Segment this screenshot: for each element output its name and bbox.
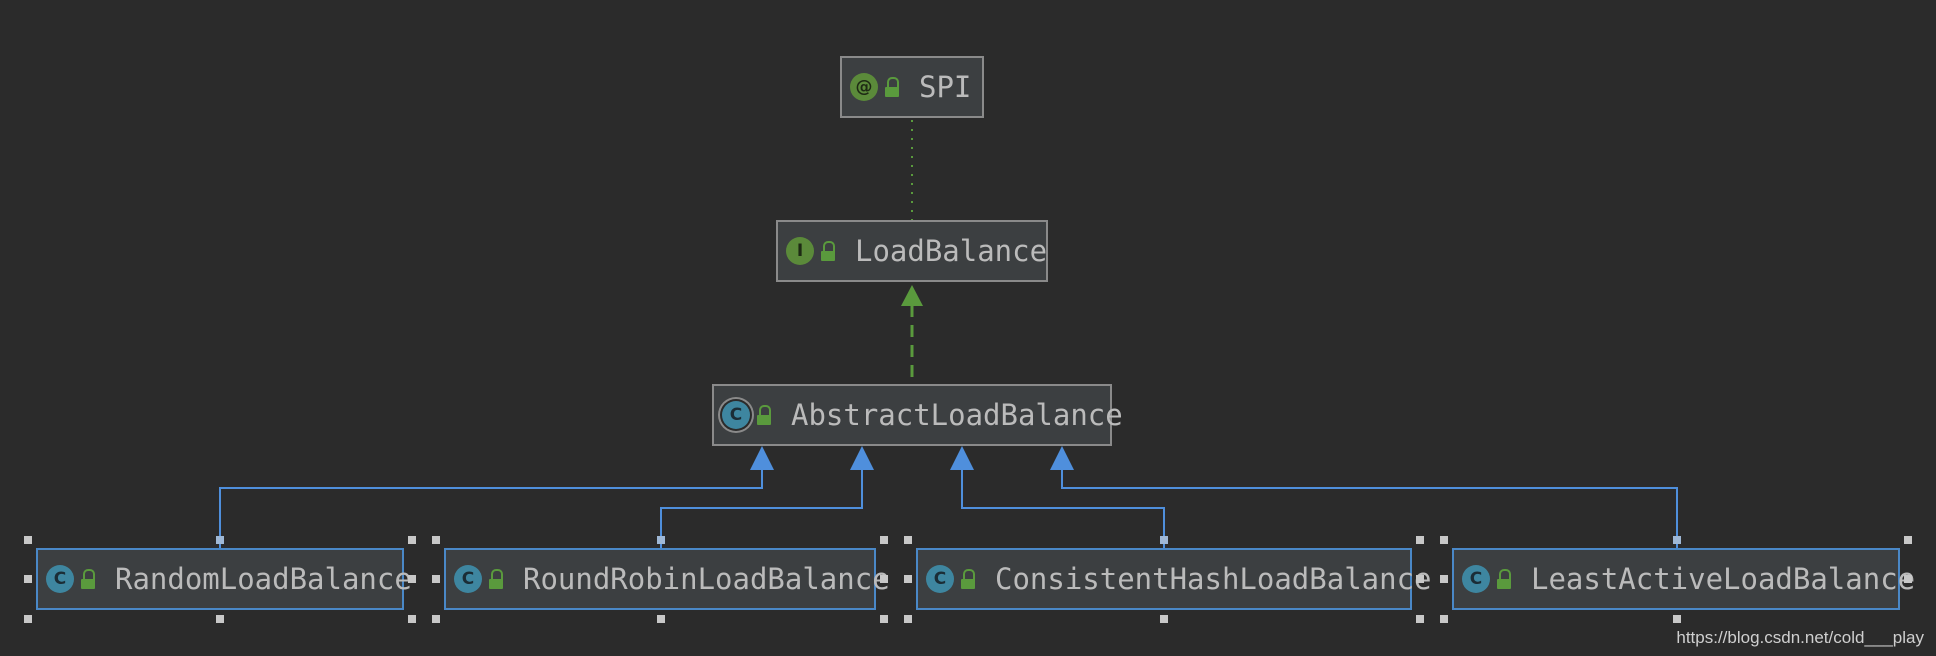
extends-line-leastactive: [1061, 468, 1678, 548]
resize-handle[interactable]: [904, 615, 912, 623]
port-marker: [1160, 536, 1168, 544]
node-randomloadbalance[interactable]: C RandomLoadBalance: [36, 548, 412, 610]
node-label: AbstractLoadBalance: [791, 398, 1123, 432]
port-marker: [1673, 536, 1681, 544]
class-icon: C: [926, 565, 954, 593]
node-label: RoundRobinLoadBalance: [523, 562, 890, 596]
resize-handle[interactable]: [880, 615, 888, 623]
resize-handle[interactable]: [880, 575, 888, 583]
port-marker: [216, 536, 224, 544]
resize-handle[interactable]: [1440, 536, 1448, 544]
resize-handle[interactable]: [408, 615, 416, 623]
port-marker: [657, 536, 665, 544]
node-abstractloadbalance[interactable]: C AbstractLoadBalance: [712, 384, 1123, 446]
lock-open-icon: [81, 569, 97, 589]
resize-handle[interactable]: [408, 575, 416, 583]
annotation-icon: @: [850, 73, 878, 101]
implements-arrowhead: [901, 285, 923, 306]
resize-handle[interactable]: [1416, 615, 1424, 623]
extends-line-random: [219, 468, 763, 548]
node-label: RandomLoadBalance: [115, 562, 412, 596]
class-icon: C: [1462, 565, 1490, 593]
node-consistenthashloadbalance[interactable]: C ConsistentHashLoadBalance: [916, 548, 1432, 610]
node-leastactiveloadbalance[interactable]: C LeastActiveLoadBalance: [1452, 548, 1915, 610]
extends-arrowhead-roundrobin: [850, 446, 874, 470]
resize-handle[interactable]: [1160, 615, 1168, 623]
resize-handle[interactable]: [1416, 536, 1424, 544]
class-icon: C: [46, 565, 74, 593]
resize-handle[interactable]: [1440, 615, 1448, 623]
node-spi[interactable]: @ SPI: [840, 56, 984, 118]
resize-handle[interactable]: [1416, 575, 1424, 583]
resize-handle[interactable]: [24, 536, 32, 544]
node-label: SPI: [919, 70, 972, 104]
resize-handle[interactable]: [1904, 536, 1912, 544]
node-loadbalance[interactable]: I LoadBalance: [776, 220, 1048, 282]
extends-arrowhead-random: [750, 446, 774, 470]
abstract-class-icon: C: [722, 401, 750, 429]
resize-handle[interactable]: [657, 615, 665, 623]
node-label: LeastActiveLoadBalance: [1531, 562, 1916, 596]
node-roundrobinloadbalance[interactable]: C RoundRobinLoadBalance: [444, 548, 890, 610]
resize-handle[interactable]: [1673, 615, 1681, 623]
lock-open-icon: [757, 405, 773, 425]
lock-open-icon: [961, 569, 977, 589]
resize-handle[interactable]: [24, 615, 32, 623]
resize-handle[interactable]: [432, 615, 440, 623]
watermark-text: https://blog.csdn.net/cold___play: [1676, 628, 1924, 647]
extends-line-consistenthash: [961, 468, 1165, 548]
resize-handle[interactable]: [408, 536, 416, 544]
node-label: LoadBalance: [855, 234, 1048, 268]
resize-handle[interactable]: [24, 575, 32, 583]
resize-handle[interactable]: [1440, 575, 1448, 583]
resize-handle[interactable]: [904, 575, 912, 583]
extends-arrowhead-leastactive: [1050, 446, 1074, 470]
class-icon: C: [454, 565, 482, 593]
lock-open-icon: [489, 569, 505, 589]
resize-handle[interactable]: [880, 536, 888, 544]
node-label: ConsistentHashLoadBalance: [995, 562, 1432, 596]
lock-open-icon: [821, 241, 837, 261]
resize-handle[interactable]: [1904, 575, 1912, 583]
resize-handle[interactable]: [216, 615, 224, 623]
lock-open-icon: [885, 77, 901, 97]
extends-line-roundrobin: [660, 468, 863, 548]
resize-handle[interactable]: [216, 536, 224, 544]
extends-arrowhead-consistenthash: [950, 446, 974, 470]
resize-handle[interactable]: [432, 536, 440, 544]
lock-open-icon: [1497, 569, 1513, 589]
resize-handle[interactable]: [432, 575, 440, 583]
interface-icon: I: [786, 237, 814, 265]
resize-handle[interactable]: [904, 536, 912, 544]
